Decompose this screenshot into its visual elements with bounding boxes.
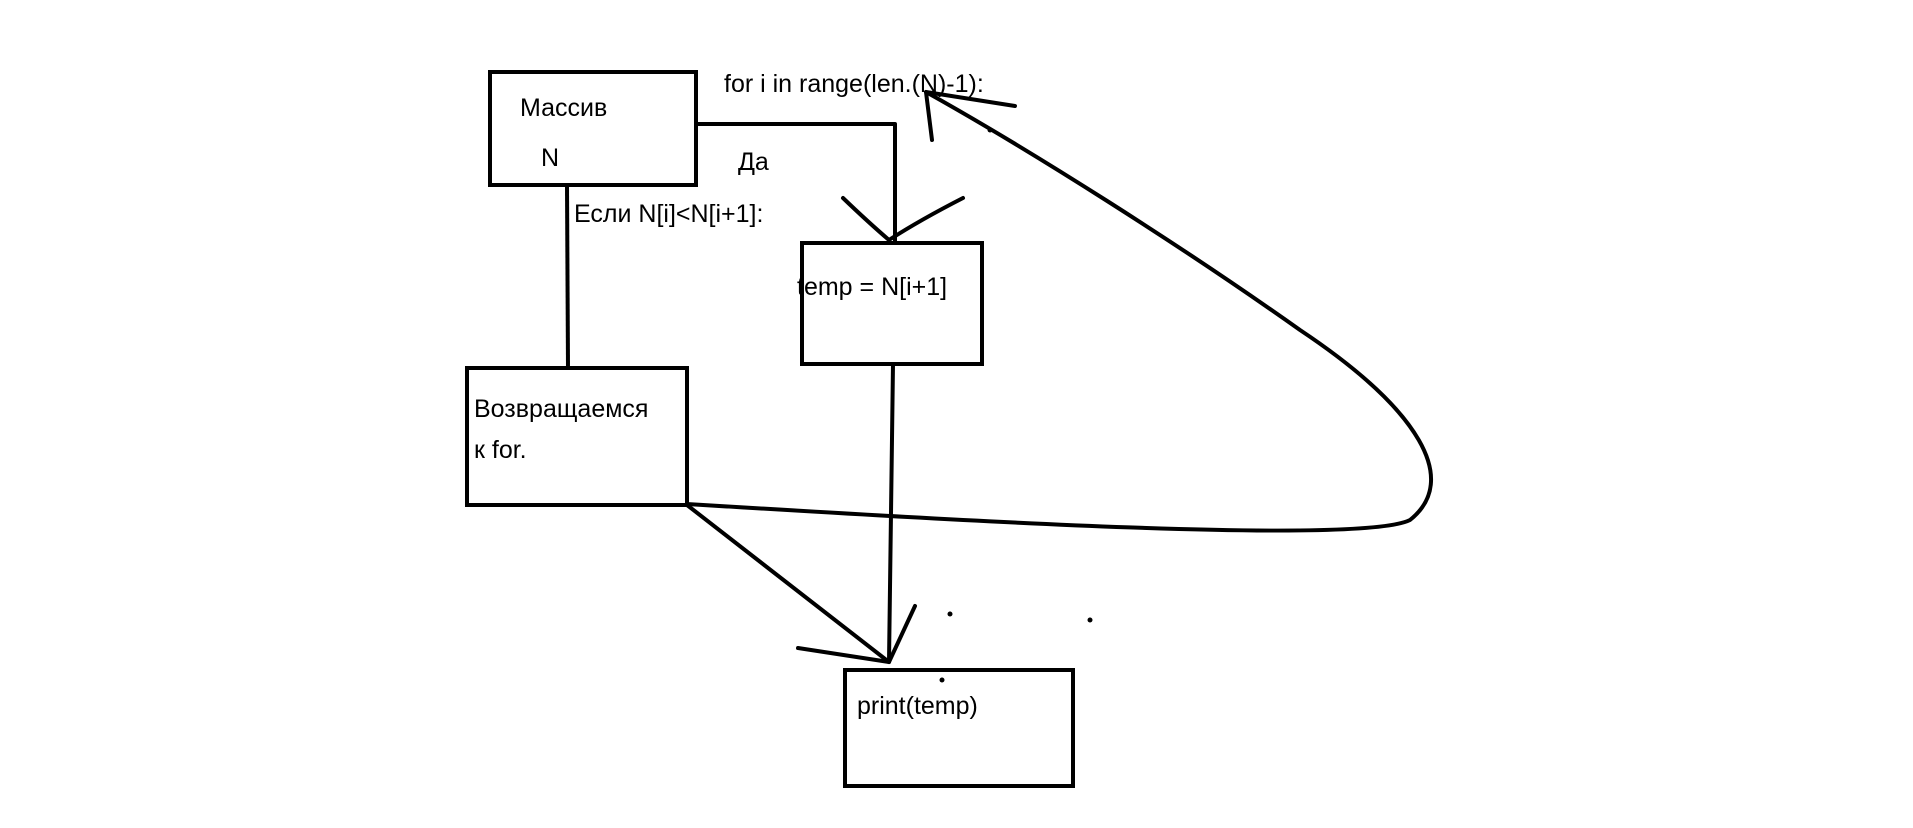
node-return: Возвращаемся к for. (465, 366, 689, 507)
stray-dot (947, 611, 953, 617)
edge-return-loop-to-for (685, 90, 1434, 533)
arrowhead-into-temp (841, 196, 965, 242)
node-temp-box (800, 241, 984, 366)
edge-return-to-print (685, 503, 891, 664)
edge-array-to-return (565, 185, 570, 370)
node-return-label-line2: к for. (474, 436, 527, 464)
node-print-label: print(temp) (857, 692, 978, 720)
edge-temp-to-print (887, 362, 895, 664)
node-return-box (465, 366, 689, 507)
edge-array-to-temp (694, 122, 897, 245)
node-print-box (843, 668, 1075, 788)
node-array-label-line2: N (541, 144, 559, 172)
node-array: Массив N (488, 70, 698, 187)
stray-dot (1087, 617, 1093, 623)
node-array-label-line1: Массив (520, 94, 607, 122)
yes-label: Да (738, 148, 769, 176)
node-temp: temp = N[i+1] (797, 241, 984, 366)
stray-dot (939, 677, 945, 683)
node-array-box (488, 70, 698, 187)
node-return-label-line1: Возвращаемся (474, 395, 648, 423)
condition-label: Если N[i]<N[i+1]: (574, 200, 763, 228)
arrowhead-into-for (924, 90, 1017, 142)
node-print: print(temp) (843, 668, 1075, 788)
arrowhead-into-print (796, 604, 917, 664)
stray-dot (987, 127, 993, 133)
node-temp-label: temp = N[i+1] (797, 273, 947, 301)
